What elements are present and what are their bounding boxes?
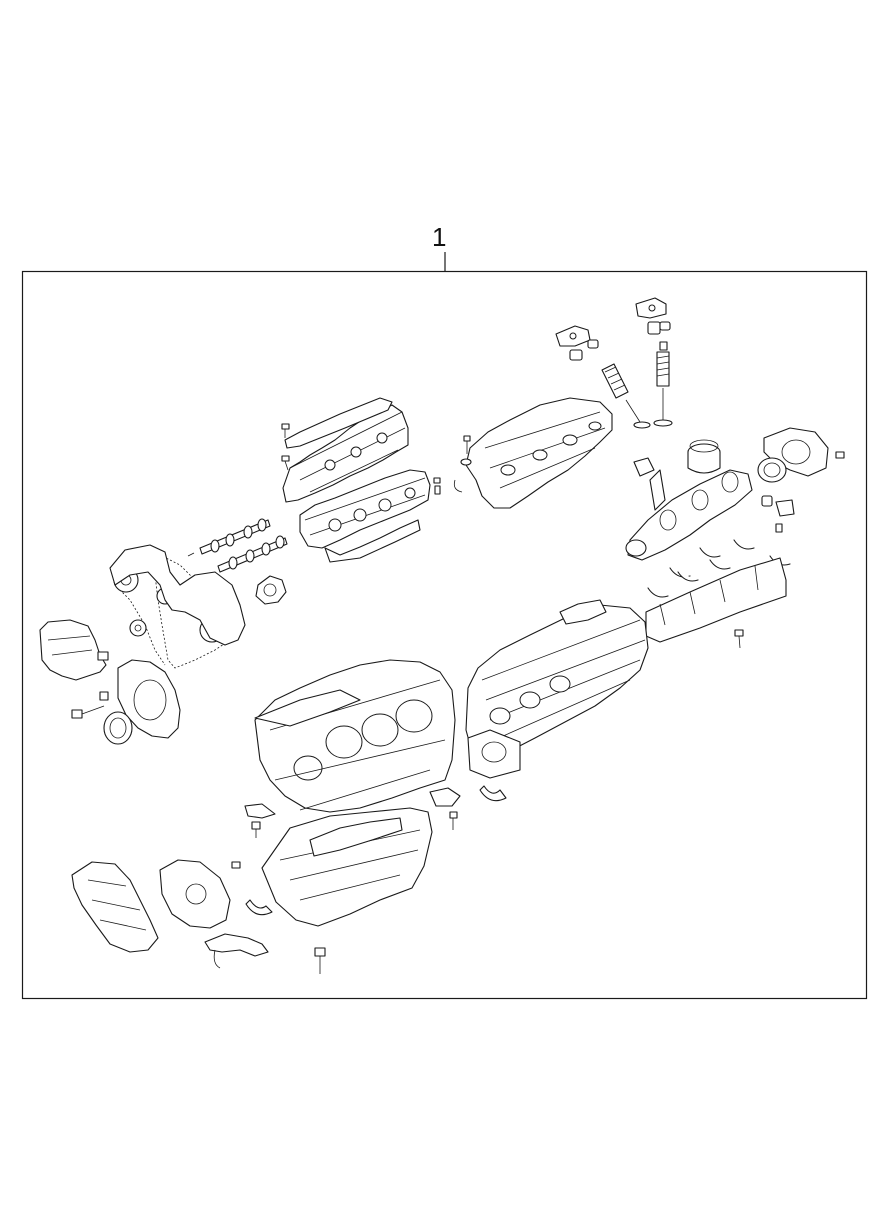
camshaft-pair (187, 518, 288, 573)
belt-tensioner (255, 575, 287, 605)
cylinder-head-left (282, 397, 409, 503)
crank-pulley (103, 711, 133, 745)
pulley-bolt (71, 691, 109, 719)
rear-oil-seal-housing (757, 427, 845, 483)
oil-pan-bolts (251, 811, 458, 974)
intake-manifold (465, 397, 613, 509)
manifold-bolts (453, 435, 472, 493)
main-bearing-cap-ladder (645, 557, 787, 643)
callout-number: 1 (432, 222, 447, 252)
cylinder-head-right (299, 469, 431, 563)
oil-strainer (204, 933, 269, 969)
ladder-bolt (734, 629, 744, 649)
crankshaft (625, 469, 753, 561)
timing-cover-back (109, 544, 246, 646)
piston (633, 439, 721, 477)
oil-pan (261, 807, 433, 927)
cylinder-head-assembly (465, 599, 649, 761)
crank-seal-half (479, 785, 507, 802)
head-gasket (467, 729, 521, 779)
valve-rocker (555, 297, 667, 347)
valve-lifter (569, 321, 671, 361)
front-case (71, 861, 159, 953)
crank-seal-lower (245, 899, 273, 916)
head-bolt (281, 423, 290, 471)
thrust-washer (761, 495, 795, 533)
block-bracket (244, 787, 461, 819)
valve (625, 388, 673, 429)
small-bolt (433, 477, 441, 495)
assembly-frame (21, 270, 868, 1000)
timing-cover-upper (39, 619, 109, 681)
bearing-shells (647, 539, 791, 598)
oil-pump (159, 859, 241, 929)
cylinder-block (254, 659, 456, 813)
valve-spring (601, 341, 670, 399)
